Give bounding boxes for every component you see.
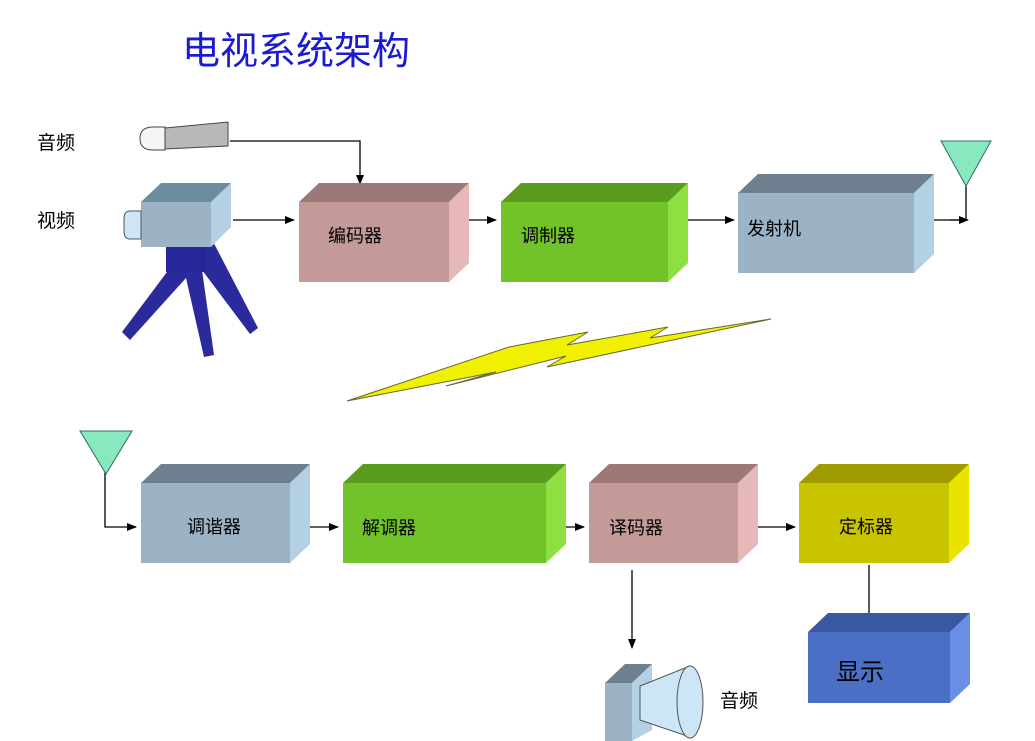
decoder-box <box>589 464 758 563</box>
tuner-box <box>141 464 310 563</box>
display-label: 显示 <box>836 658 884 686</box>
lightning-bolt-icon <box>346 318 772 402</box>
transmitter-label: 发射机 <box>747 219 801 240</box>
display-box <box>808 613 970 703</box>
demodulator-box <box>343 464 566 563</box>
modulator-label: 调制器 <box>521 226 575 247</box>
speaker-icon <box>605 664 704 741</box>
scaler-box <box>799 464 969 563</box>
encoder-box <box>299 183 469 282</box>
scaler-label: 定标器 <box>839 517 893 538</box>
modulator-box <box>501 183 688 282</box>
encoder-label: 编码器 <box>328 226 382 247</box>
arrow-antenna-to-tuner <box>104 468 137 531</box>
video-input-label: 视频 <box>37 210 76 232</box>
demodulator-label: 解调器 <box>362 518 416 539</box>
antenna-icon-receiver <box>79 430 133 475</box>
decoder-label: 译码器 <box>609 518 663 539</box>
page-title: 电视系统架构 <box>182 29 411 73</box>
microphone-icon <box>139 121 229 151</box>
audio-output-label: 音频 <box>720 690 759 712</box>
transmitter-box <box>738 174 934 273</box>
antenna-icon <box>940 140 992 188</box>
video-camera-icon <box>122 183 258 357</box>
audio-input-label: 音频 <box>37 132 76 154</box>
tuner-label: 调谐器 <box>187 517 241 538</box>
arrow-audio-to-encoder <box>230 140 364 185</box>
